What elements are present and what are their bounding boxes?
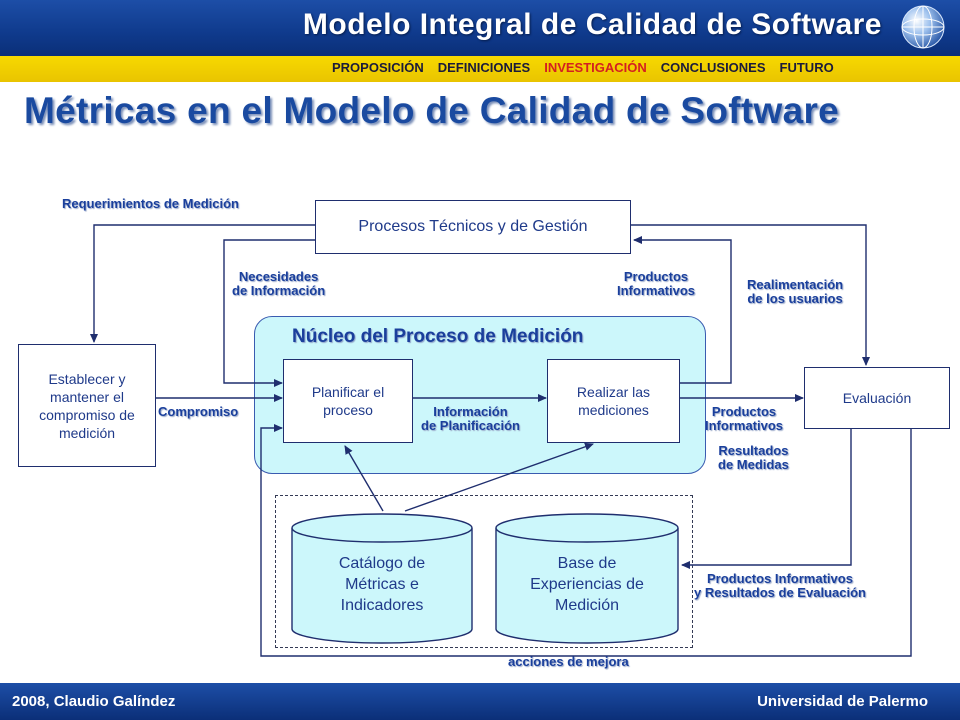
cylinder-catalogo bbox=[291, 513, 473, 644]
label-info-plan: Información de Planificación bbox=[421, 405, 520, 433]
label-productos-eval-line2: y Resultados de Evaluación bbox=[694, 585, 866, 600]
nav-item-investigacion[interactable]: INVESTIGACIÓN bbox=[544, 60, 647, 75]
label-necesidades-line1: Necesidades bbox=[238, 269, 319, 284]
page-title: Métricas en el Modelo de Calidad de Soft… bbox=[24, 90, 840, 131]
node-establecer-label: Establecer y mantener el compromiso de m… bbox=[39, 370, 135, 441]
node-establecer: Establecer y mantener el compromiso de m… bbox=[18, 344, 156, 467]
nav-item-definiciones[interactable]: DEFINICIONES bbox=[437, 60, 531, 75]
cylinder-base bbox=[495, 513, 679, 644]
node-procesos-label: Procesos Técnicos y de Gestión bbox=[358, 218, 588, 235]
nav-item-conclusiones[interactable]: CONCLUSIONES bbox=[660, 60, 766, 75]
label-productos-top-line1: Productos bbox=[623, 269, 689, 284]
label-acciones: acciones de mejora bbox=[508, 654, 629, 669]
globe-icon bbox=[901, 5, 945, 49]
header-bar: Modelo Integral de Calidad de Software bbox=[0, 0, 960, 56]
node-catalogo-label: Catálogo de Métricas e Indicadores bbox=[338, 555, 426, 614]
label-info-plan-line1: Información bbox=[433, 404, 508, 419]
arrow-realimentacion bbox=[630, 224, 870, 366]
label-productos-eval: Productos Informativos y Resultados de E… bbox=[694, 572, 866, 600]
node-planificar: Planificar el proceso bbox=[283, 359, 413, 443]
repository-region bbox=[275, 495, 693, 648]
label-realimentacion: Realimentación de los usuarios bbox=[747, 278, 843, 306]
label-req-medicion: Requerimientos de Medición bbox=[62, 196, 239, 211]
label-resultados-line2: de Medidas bbox=[718, 457, 789, 472]
label-resultados-line1: Resultados bbox=[718, 443, 789, 458]
nav-item-proposicion[interactable]: PROPOSICIÓN bbox=[332, 60, 424, 75]
node-planificar-label: Planificar el proceso bbox=[311, 384, 385, 418]
label-productos-top-line2: Informativos bbox=[617, 283, 696, 298]
arrow-necesidades bbox=[223, 239, 316, 387]
arrow-catalogo-planificar bbox=[344, 445, 384, 512]
label-realimentacion-line2: de los usuarios bbox=[747, 291, 843, 306]
arrow-catalogo-realizar bbox=[404, 442, 594, 512]
label-productos-right: Productos Informativos bbox=[705, 405, 783, 433]
label-productos-top: Productos Informativos bbox=[617, 270, 695, 298]
node-realizar-label: Realizar las mediciones bbox=[576, 384, 651, 418]
arrow-productos-top bbox=[633, 236, 732, 384]
nav-bar: PROPOSICIÓN DEFINICIONES INVESTIGACIÓN C… bbox=[0, 56, 960, 82]
footer-bar: 2008, Claudio Galíndez Universidad de Pa… bbox=[0, 683, 960, 720]
nav-item-futuro[interactable]: FUTURO bbox=[779, 60, 834, 75]
node-evaluacion-label: Evaluación bbox=[842, 390, 912, 406]
label-resultados: Resultados de Medidas bbox=[718, 444, 789, 472]
app-title: Modelo Integral de Calidad de Software bbox=[302, 8, 882, 41]
node-base-label: Base de Experiencias de Medición bbox=[530, 555, 644, 614]
label-productos-eval-line1: Productos Informativos bbox=[707, 571, 853, 586]
arrow-evaluacion-base bbox=[681, 428, 852, 569]
core-title: Núcleo del Proceso de Medición bbox=[292, 326, 584, 347]
label-necesidades-line2: de Información bbox=[232, 283, 326, 298]
footer-institution: Universidad de Palermo bbox=[757, 693, 928, 710]
arrow-acciones bbox=[260, 424, 912, 657]
node-realizar: Realizar las mediciones bbox=[547, 359, 680, 443]
footer-author: 2008, Claudio Galíndez bbox=[12, 693, 176, 710]
label-productos-right-line1: Productos bbox=[711, 404, 777, 419]
label-compromiso: Compromiso bbox=[158, 404, 239, 419]
label-info-plan-line2: de Planificación bbox=[421, 418, 520, 433]
node-evaluacion: Evaluación bbox=[804, 367, 950, 429]
arrow-requerimientos bbox=[90, 224, 316, 343]
label-realimentacion-line1: Realimentación bbox=[747, 277, 844, 292]
label-necesidades: Necesidades de Información bbox=[232, 270, 325, 298]
node-procesos: Procesos Técnicos y de Gestión bbox=[315, 200, 631, 254]
label-productos-right-line2: Informativos bbox=[705, 418, 784, 433]
